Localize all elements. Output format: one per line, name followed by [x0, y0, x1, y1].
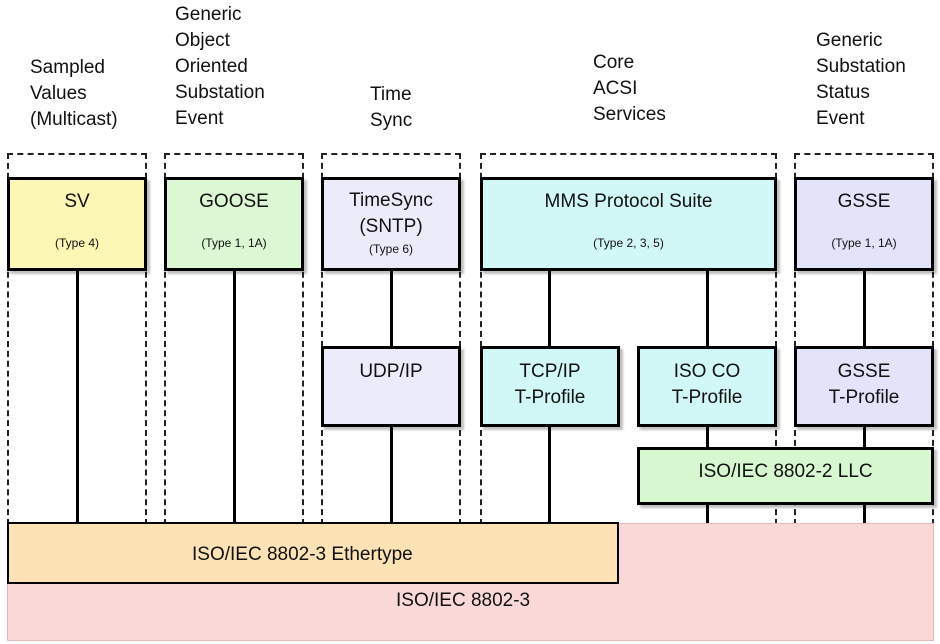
udp-ip-title: UDP/IP [359, 361, 423, 382]
heading-core-acsi: Core ACSI Services [593, 52, 666, 125]
gsse-t-profile-box: GSSE T-Profile [794, 346, 934, 427]
sv-box: SV (Type 4) [7, 177, 147, 271]
iso-co-title: ISO CO T-Profile [671, 361, 743, 408]
sv-type: (Type 4) [54, 236, 99, 250]
goose-box: GOOSE (Type 1, 1A) [164, 177, 304, 271]
sv-title: SV [64, 191, 90, 212]
connector-line [863, 270, 866, 347]
connector-line [390, 426, 393, 525]
connector-line [706, 504, 709, 525]
mms-type: (Type 2, 3, 5) [593, 236, 664, 250]
ethertype-label: ISO/IEC 8802-3 Ethertype [192, 544, 413, 565]
ethertype-band: ISO/IEC 8802-3 Ethertype [7, 522, 619, 584]
heading-sampled-values: Sampled Values (Multicast) [30, 57, 118, 130]
udp-ip-box: UDP/IP [321, 346, 461, 427]
llc-title: ISO/IEC 8802-2 LLC [698, 461, 873, 482]
group-timesync [321, 153, 461, 525]
connector-line [233, 270, 236, 525]
llc-box: ISO/IEC 8802-2 LLC [637, 447, 934, 505]
group-gsse [794, 153, 934, 525]
gsse-type: (Type 1, 1A) [831, 236, 897, 250]
heading-time-sync: Time Sync [370, 84, 413, 131]
timesync-title: TimeSync (SNTP) [349, 190, 433, 237]
tcp-ip-title: TCP/IP T-Profile [514, 361, 586, 408]
goose-type: (Type 1, 1A) [201, 236, 267, 250]
connector-line [548, 426, 551, 525]
mms-title: MMS Protocol Suite [544, 191, 713, 212]
tcp-ip-box: TCP/IP T-Profile [480, 346, 620, 427]
gsse-title: GSSE [837, 191, 891, 212]
connector-line [76, 270, 79, 525]
group-goose [164, 153, 304, 525]
connector-line [706, 270, 709, 347]
timesync-box: TimeSync (SNTP) (Type 6) [321, 177, 461, 271]
gsse-t-profile-title: GSSE T-Profile [828, 361, 900, 408]
heading-goose: Generic Object Oriented Substation Event [175, 4, 265, 129]
connector-line [548, 270, 551, 347]
timesync-type: (Type 6) [368, 242, 413, 256]
group-sv [7, 153, 147, 525]
connector-line [390, 270, 393, 347]
group-core [480, 153, 777, 525]
mms-box: MMS Protocol Suite (Type 2, 3, 5) [480, 177, 777, 271]
gsse-box: GSSE (Type 1, 1A) [794, 177, 934, 271]
connector-line [863, 426, 866, 448]
connector-line [706, 426, 709, 448]
iso-co-box: ISO CO T-Profile [637, 346, 777, 427]
iso-8802-3-label: ISO/IEC 8802-3 [396, 590, 531, 611]
goose-title: GOOSE [199, 191, 269, 212]
connector-line [863, 504, 866, 525]
heading-gsse: Generic Substation Status Event [816, 30, 906, 129]
